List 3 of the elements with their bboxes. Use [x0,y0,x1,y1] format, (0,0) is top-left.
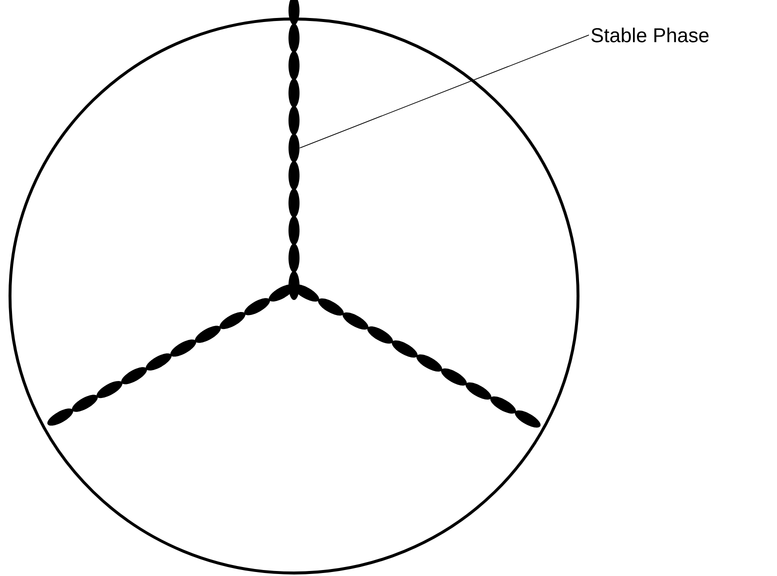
grain [288,134,300,162]
label-text: Stable Phase [591,28,709,42]
leader-line [299,34,590,148]
